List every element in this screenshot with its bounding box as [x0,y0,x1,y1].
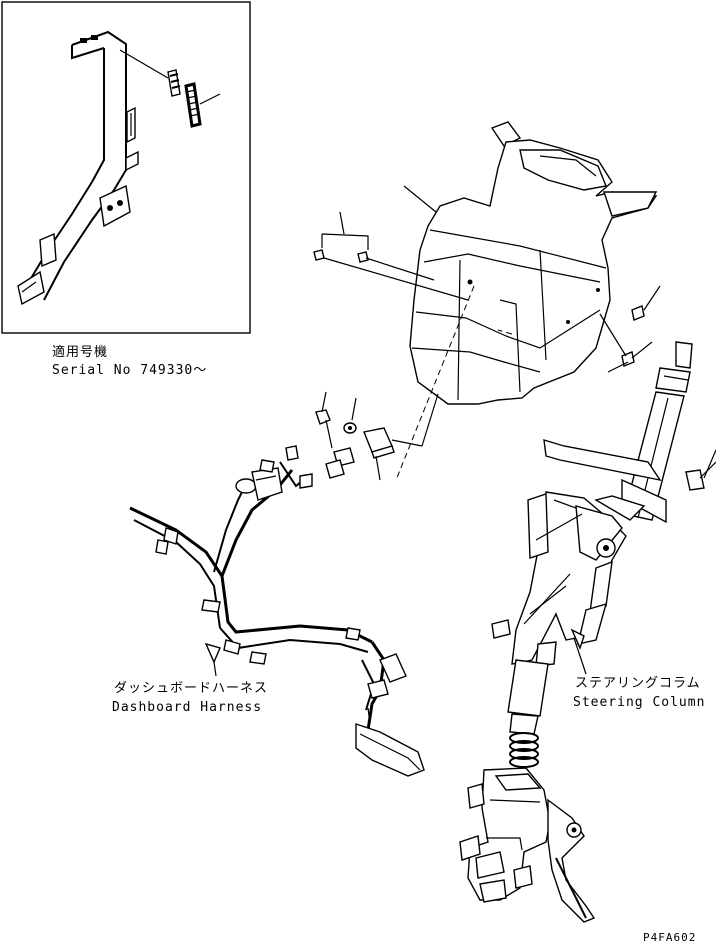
steering-column [459,341,716,923]
applicability-label: 適用号機 [52,344,108,360]
inset-detail [1,1,251,334]
dashboard-harness-jp-label: ダッシュボードハーネス [114,681,268,696]
switch-parts [315,391,439,481]
dash-cover [395,121,658,481]
dashboard-harness [129,445,425,777]
serial-number-label: Serial No 749330〜 [52,363,207,378]
figure-code: P4FA602 [643,931,696,944]
steering-column-en-label: Steering Column [573,695,705,710]
dashboard-harness-en-label: Dashboard Harness [112,700,262,715]
steering-column-jp-label: ステアリングコラム [575,676,701,691]
screws [313,211,661,373]
